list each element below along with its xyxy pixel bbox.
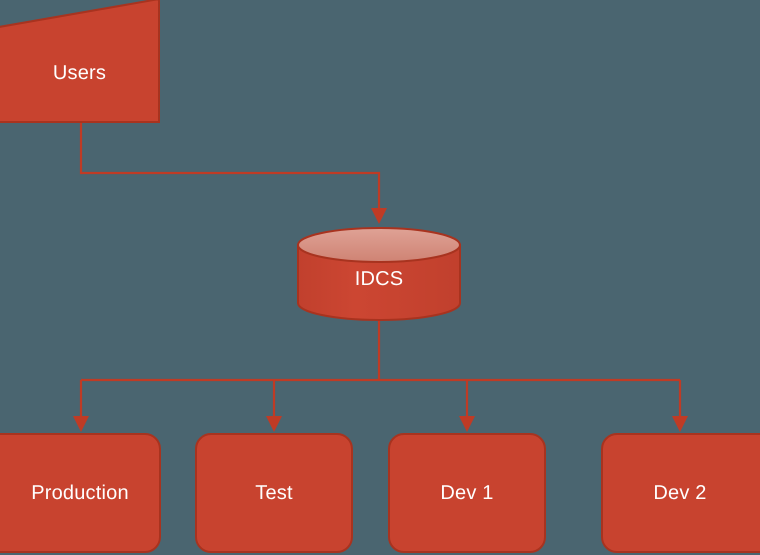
node-dev1-shape[interactable] — [388, 433, 546, 553]
node-test[interactable] — [195, 433, 353, 553]
edge-users-to-idcs — [79, 122, 381, 209]
node-users[interactable] — [0, 0, 160, 123]
node-production[interactable] — [0, 433, 161, 553]
connector-group — [79, 122, 682, 417]
node-dev2-shape[interactable] — [601, 433, 760, 553]
arrowhead-dev2-icon — [672, 416, 688, 432]
arrowhead-idcs-icon — [371, 208, 387, 224]
node-idcs[interactable] — [297, 227, 461, 321]
node-dev1[interactable] — [388, 433, 546, 553]
arrowhead-test-icon — [266, 416, 282, 432]
arrowhead-group — [73, 208, 688, 432]
node-test-shape[interactable] — [195, 433, 353, 553]
arrowhead-production-icon — [73, 416, 89, 432]
node-production-shape[interactable] — [0, 433, 161, 553]
node-idcs-top[interactable] — [297, 227, 461, 263]
node-users-shape[interactable] — [0, 0, 160, 123]
node-dev2[interactable] — [601, 433, 760, 553]
arrowhead-dev1-icon — [459, 416, 475, 432]
node-idcs-body[interactable] — [297, 244, 461, 321]
